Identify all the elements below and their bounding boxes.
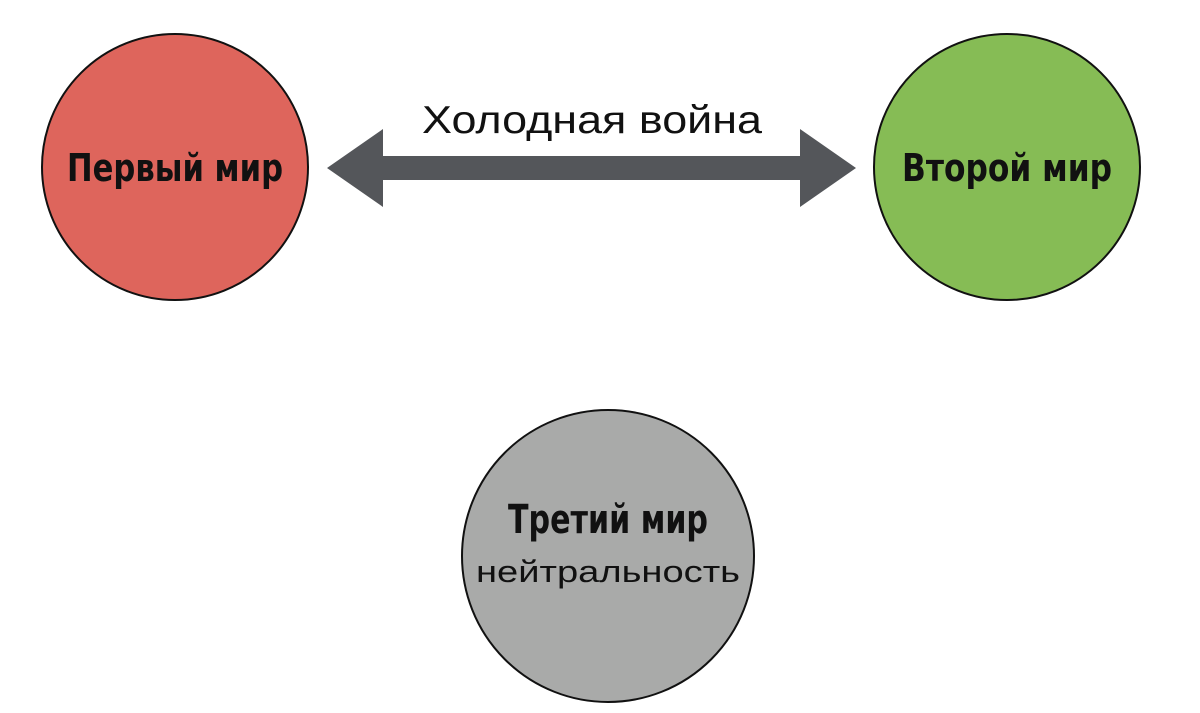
- second-world-title: Второй мир: [902, 146, 1112, 190]
- cold-war-label: Холодная война: [422, 99, 762, 142]
- third-world-title: Третий мир: [508, 497, 708, 543]
- first-world-node: Первый мир: [41, 33, 309, 301]
- first-world-title: Первый мир: [67, 146, 283, 190]
- third-world-subtitle: нейтральность: [476, 554, 740, 589]
- second-world-node: Второй мир: [873, 33, 1141, 301]
- first-world-circle: [41, 33, 309, 301]
- second-world-circle: [873, 33, 1141, 301]
- double-headed-arrow-icon: [327, 129, 856, 207]
- third-world-node: Третий мир нейтральность: [461, 409, 755, 703]
- third-world-circle: [461, 409, 755, 703]
- cold-war-arrow: Холодная война: [327, 99, 856, 207]
